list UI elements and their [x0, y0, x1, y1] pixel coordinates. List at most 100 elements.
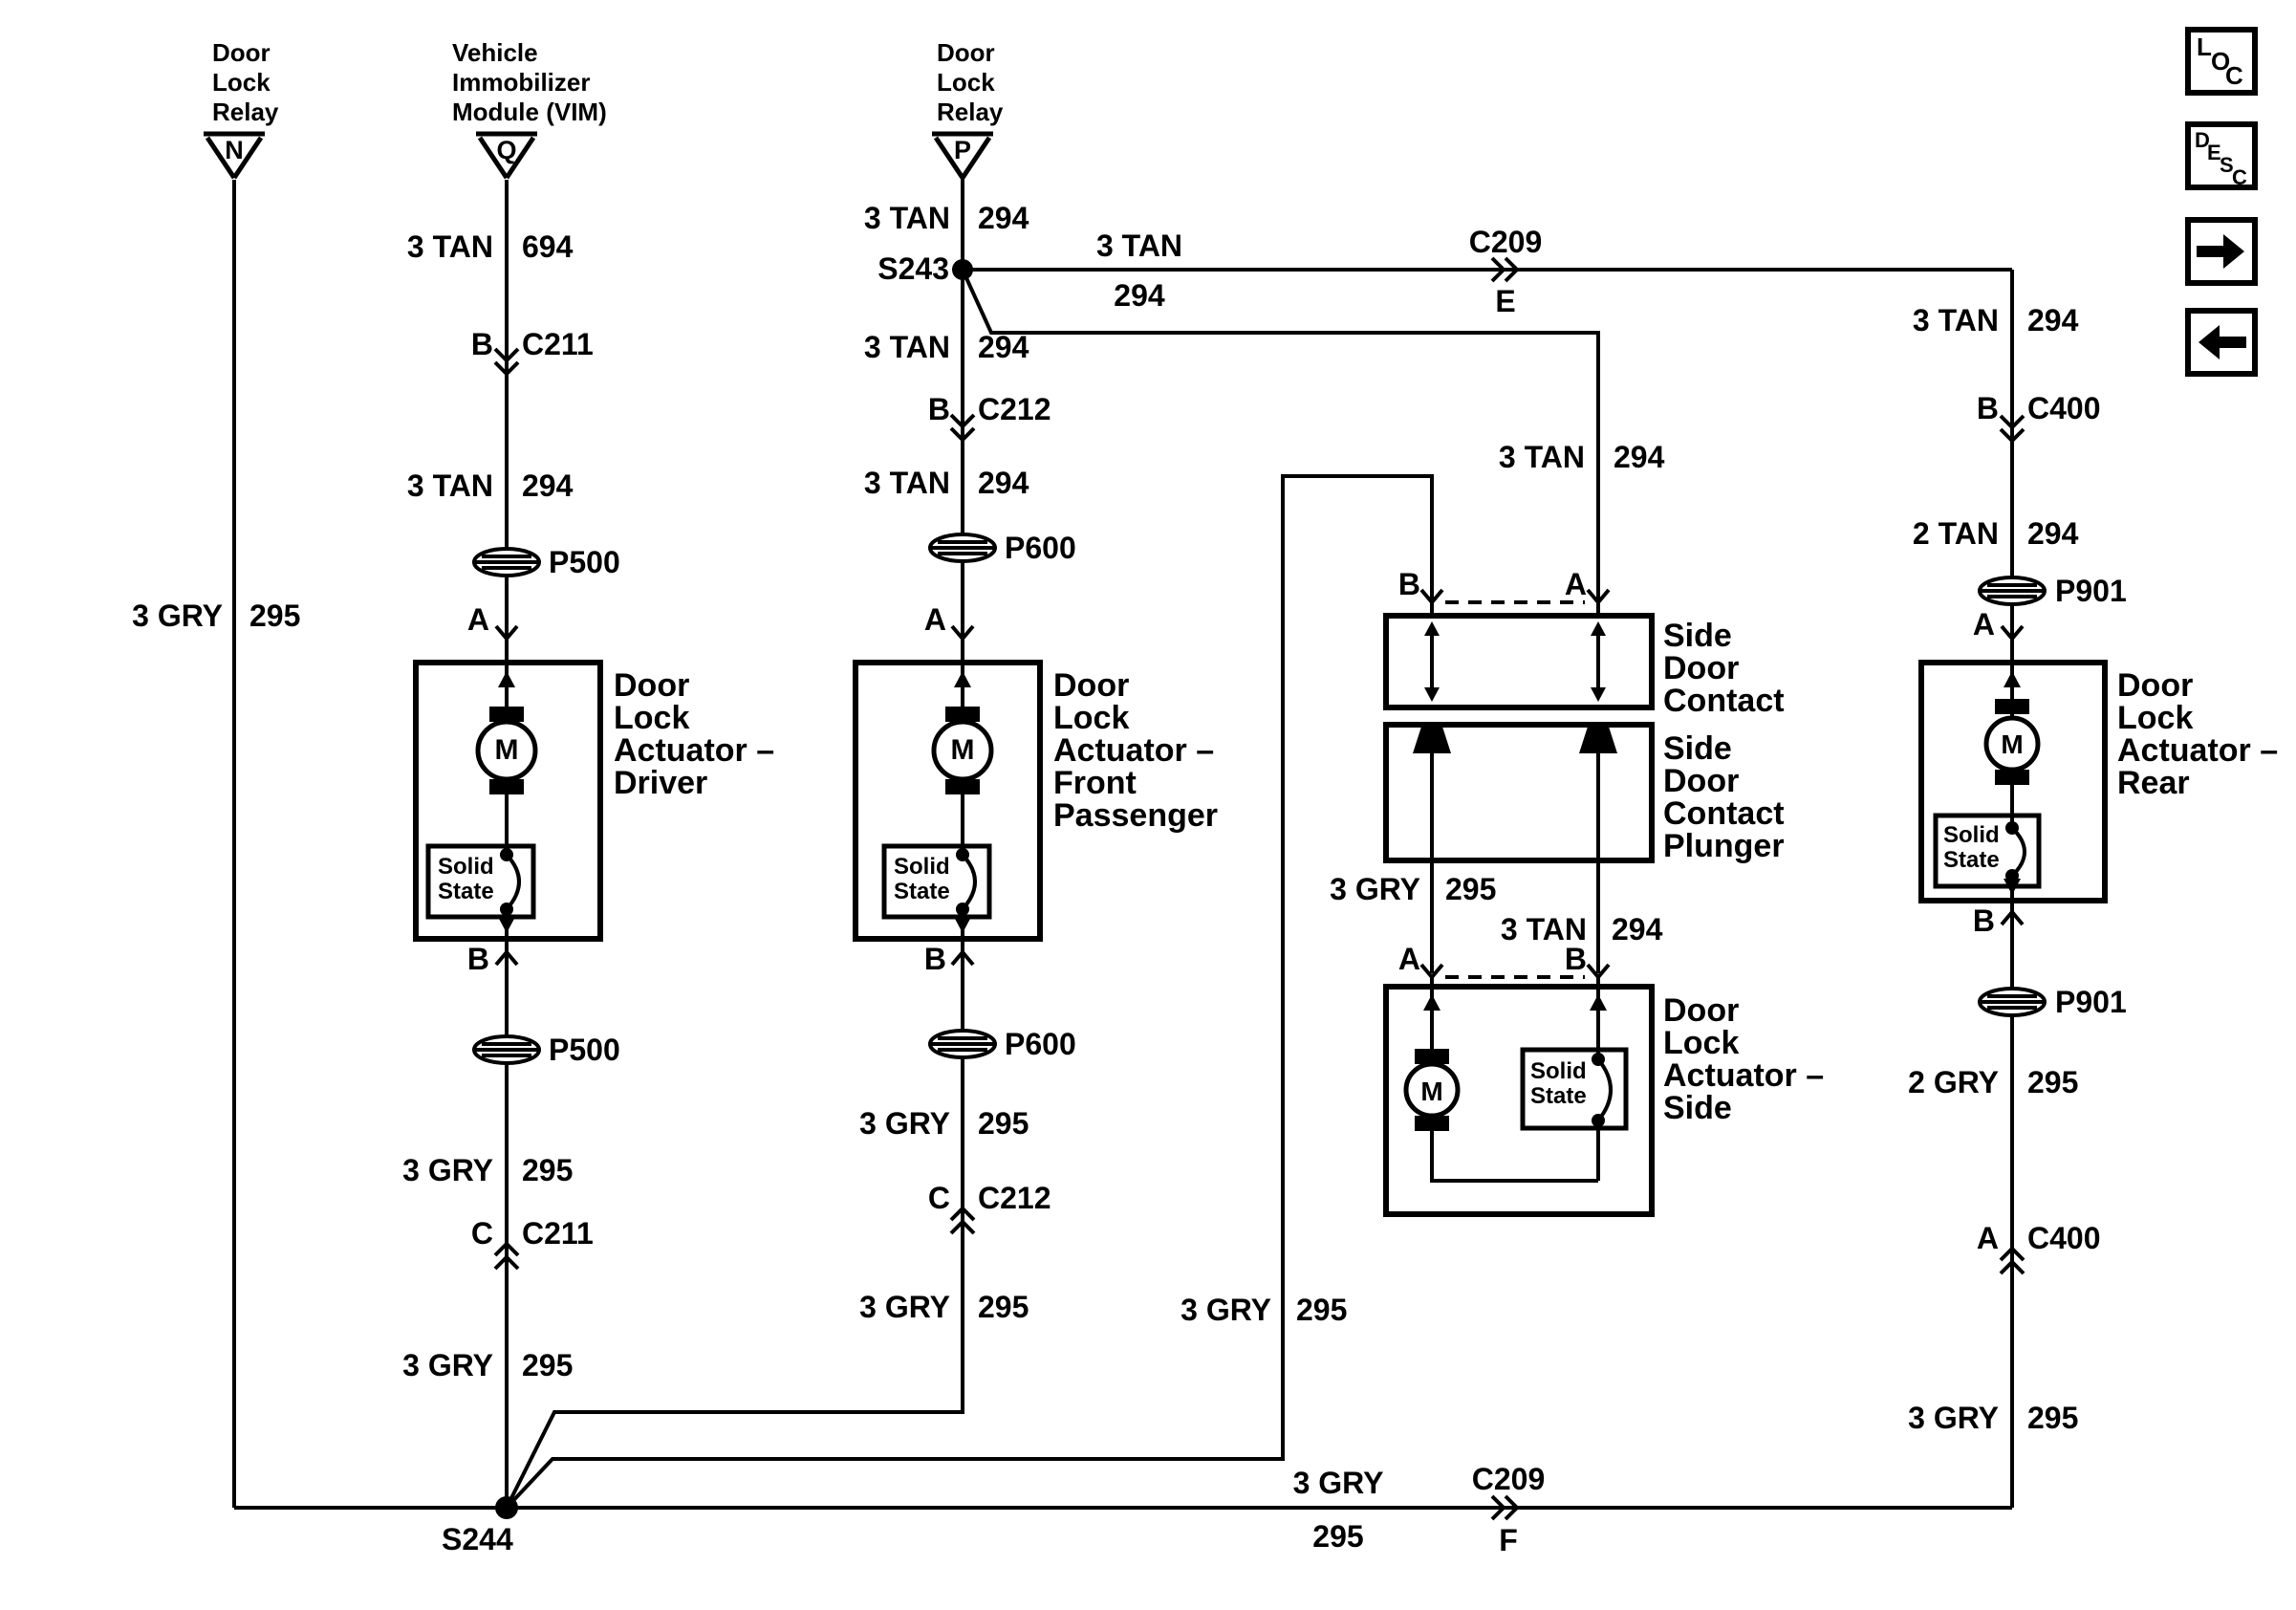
grommet-label: P500	[549, 545, 620, 579]
pin-label: B	[1972, 903, 1995, 938]
wire-circuit-label: 295	[1296, 1293, 1348, 1327]
component-boxes	[413, 613, 2108, 1217]
grommet-label: P600	[1005, 531, 1076, 565]
prev-page-button[interactable]	[2185, 308, 2258, 377]
grommet-label: P901	[2055, 574, 2127, 608]
wire-gauge-label: 3 GRY	[1180, 1293, 1271, 1327]
splice-label: S243	[877, 251, 949, 286]
motor-label: M	[494, 734, 519, 766]
connector-label: C211	[522, 1216, 594, 1251]
pin-label: A	[1976, 1221, 1999, 1255]
plunger-symbols	[1413, 727, 1617, 753]
terminal-forks	[494, 588, 2025, 981]
pin-label: A	[1397, 942, 1420, 976]
wire-circuit-label: 295	[249, 598, 301, 633]
pin-label: C	[927, 1181, 950, 1215]
wire-gauge-label: 3 GRY	[859, 1106, 950, 1141]
wire-circuit-label: 295	[1312, 1519, 1364, 1554]
wire-circuit-label: 295	[2027, 1065, 2079, 1099]
desc-button[interactable]: D E S C	[2185, 121, 2258, 190]
wire-circuit-label: 295	[978, 1106, 1029, 1141]
pin-label: A	[466, 602, 489, 637]
wire-gauge-label: 3 GRY	[1292, 1466, 1384, 1500]
wires	[232, 178, 2026, 1510]
wire-gauge-label: 3 TAN	[1500, 912, 1587, 946]
solid-state-label: State	[1943, 847, 2000, 873]
wire-gauge-label: 3 GRY	[859, 1290, 950, 1324]
wire-circuit-label: 294	[2027, 516, 2079, 551]
wire-gauge-label: 3 GRY	[402, 1153, 493, 1187]
wire-gauge-label: 3 TAN	[406, 468, 493, 503]
wire-gauge-label: 3 GRY	[132, 598, 223, 633]
wire-circuit-label: 294	[2027, 303, 2079, 337]
wire-gauge-label: 3 GRY	[1908, 1401, 1999, 1435]
arrow-right-icon	[2197, 234, 2244, 269]
wire-circuit-label: 295	[978, 1290, 1029, 1324]
motor-label: M	[950, 734, 975, 766]
grommet-label: P901	[2055, 985, 2127, 1019]
solid-state-label: State	[438, 879, 494, 904]
pin-label: A	[1972, 607, 1995, 642]
wire-circuit-label: 294	[1612, 912, 1663, 946]
pin-label: F	[1499, 1523, 1518, 1557]
wire-gauge-label: 3 TAN	[863, 466, 950, 500]
arrow-left-icon	[2199, 325, 2246, 359]
connector-label: C400	[2027, 391, 2101, 425]
wire-circuit-label: 295	[522, 1153, 574, 1187]
wire-gauge-label: 3 TAN	[863, 330, 950, 364]
pin-label: B	[1976, 391, 1999, 425]
wire-circuit-label: 294	[522, 468, 574, 503]
triangle-terminals	[204, 131, 993, 180]
next-page-button[interactable]	[2185, 217, 2258, 286]
pin-label: B	[927, 392, 950, 426]
wire-gauge-label: 3 GRY	[402, 1348, 493, 1382]
connector-dashed-lines	[1445, 600, 1585, 979]
connector-label: C211	[522, 327, 594, 361]
wire-gauge-label: 2 TAN	[1912, 516, 1999, 551]
solid-state-boxes	[425, 813, 2042, 1131]
wire-circuit-label: 294	[978, 466, 1029, 500]
relay-n-letter: N	[225, 136, 244, 164]
pin-label: B	[1397, 567, 1420, 601]
pin-label: E	[1495, 284, 1516, 318]
wire-gauge-label: 3 TAN	[863, 201, 950, 235]
pin-label: B	[923, 942, 946, 976]
solid-state-label: Solid	[1530, 1058, 1587, 1084]
wire-gauge-label: 3 TAN	[1912, 303, 1999, 337]
motor-symbols	[475, 699, 2041, 1131]
splice-dots	[495, 259, 973, 1519]
solid-state-label: Solid	[438, 854, 494, 880]
wire-circuit-label: 294	[978, 201, 1029, 235]
wire-gauge-label: 2 GRY	[1908, 1065, 1999, 1099]
motor-label: M	[2001, 729, 2024, 759]
vim-letter: Q	[496, 136, 517, 164]
grommet-symbols	[472, 533, 2047, 1065]
connector-label: C212	[978, 392, 1051, 426]
pin-label: C	[470, 1216, 493, 1251]
solid-state-label: Solid	[894, 854, 950, 880]
wire-gauge-label: 3 TAN	[1095, 228, 1183, 263]
motor-label: M	[1420, 1077, 1443, 1106]
relay-p-letter: P	[953, 136, 971, 164]
wire-circuit-label: 295	[2027, 1401, 2079, 1435]
wire-gauge-label: 3 GRY	[1330, 872, 1420, 906]
grommet-label: P500	[549, 1033, 620, 1067]
wire-gauge-label: 3 TAN	[406, 229, 493, 264]
solid-state-label: State	[894, 879, 950, 904]
pin-label: B	[1564, 942, 1587, 976]
connector-label: C209	[1468, 225, 1543, 259]
pin-label: A	[1564, 567, 1587, 601]
grommet-label: P600	[1005, 1027, 1076, 1061]
loc-button[interactable]: L O C	[2185, 27, 2258, 96]
pin-label: B	[466, 942, 489, 976]
connector-chevrons	[493, 256, 2025, 1521]
solid-state-label: Solid	[1943, 822, 2000, 848]
wire-circuit-label: 294	[978, 330, 1029, 364]
wire-circuit-label: 295	[1445, 872, 1497, 906]
wire-gauge-label: 3 TAN	[1498, 440, 1585, 474]
wire-circuit-label: 294	[1614, 440, 1665, 474]
pin-label: B	[470, 327, 493, 361]
pin-label: A	[923, 602, 946, 637]
